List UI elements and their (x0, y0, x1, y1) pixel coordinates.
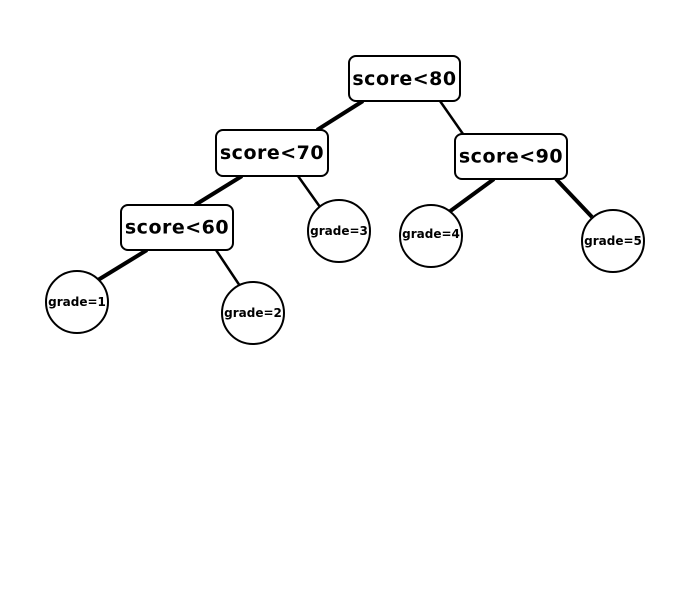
decision-label: score<70 (220, 142, 324, 164)
leaf-node-grade2: grade=2 (221, 281, 285, 345)
decision-box (120, 204, 234, 251)
edge-score90-to-grade4 (447, 177, 496, 214)
edge-score90-to-grade5 (554, 177, 594, 219)
edge-root-to-score90 (438, 100, 465, 135)
decision-label: score<80 (352, 68, 456, 90)
edge-root-to-score70 (315, 99, 365, 132)
leaf-node-grade1: grade=1 (45, 270, 109, 334)
decision-node-score60: score<60 (120, 204, 234, 251)
decision-node-score70: score<70 (215, 129, 329, 177)
leaf-label: grade=3 (310, 224, 368, 238)
leaf-circle (581, 209, 645, 273)
leaf-node-grade5: grade=5 (581, 209, 645, 273)
leaf-circle (307, 199, 371, 263)
leaf-label: grade=4 (402, 227, 460, 241)
leaf-circle (221, 281, 285, 345)
edge-score70-to-grade3 (296, 175, 322, 208)
decision-box (454, 133, 568, 180)
leaf-node-grade4: grade=4 (399, 204, 463, 268)
leaf-node-grade3: grade=3 (307, 199, 371, 263)
decision-label: score<90 (459, 146, 563, 168)
decision-label: score<60 (125, 217, 229, 239)
edge-score60-to-grade1 (96, 248, 149, 282)
decision-node-score80: score<80 (348, 55, 461, 102)
decision-box (215, 129, 329, 177)
leaf-circle (45, 270, 109, 334)
tree-edges (96, 99, 594, 287)
edge-score60-to-grade2 (214, 249, 242, 287)
leaf-label: grade=1 (48, 295, 106, 309)
leaf-label: grade=5 (584, 234, 642, 248)
decision-node-score90: score<90 (454, 133, 568, 180)
edge-score70-to-score60 (193, 174, 244, 207)
leaf-label: grade=2 (224, 306, 282, 320)
decision-box (348, 55, 461, 102)
leaf-circle (399, 204, 463, 268)
